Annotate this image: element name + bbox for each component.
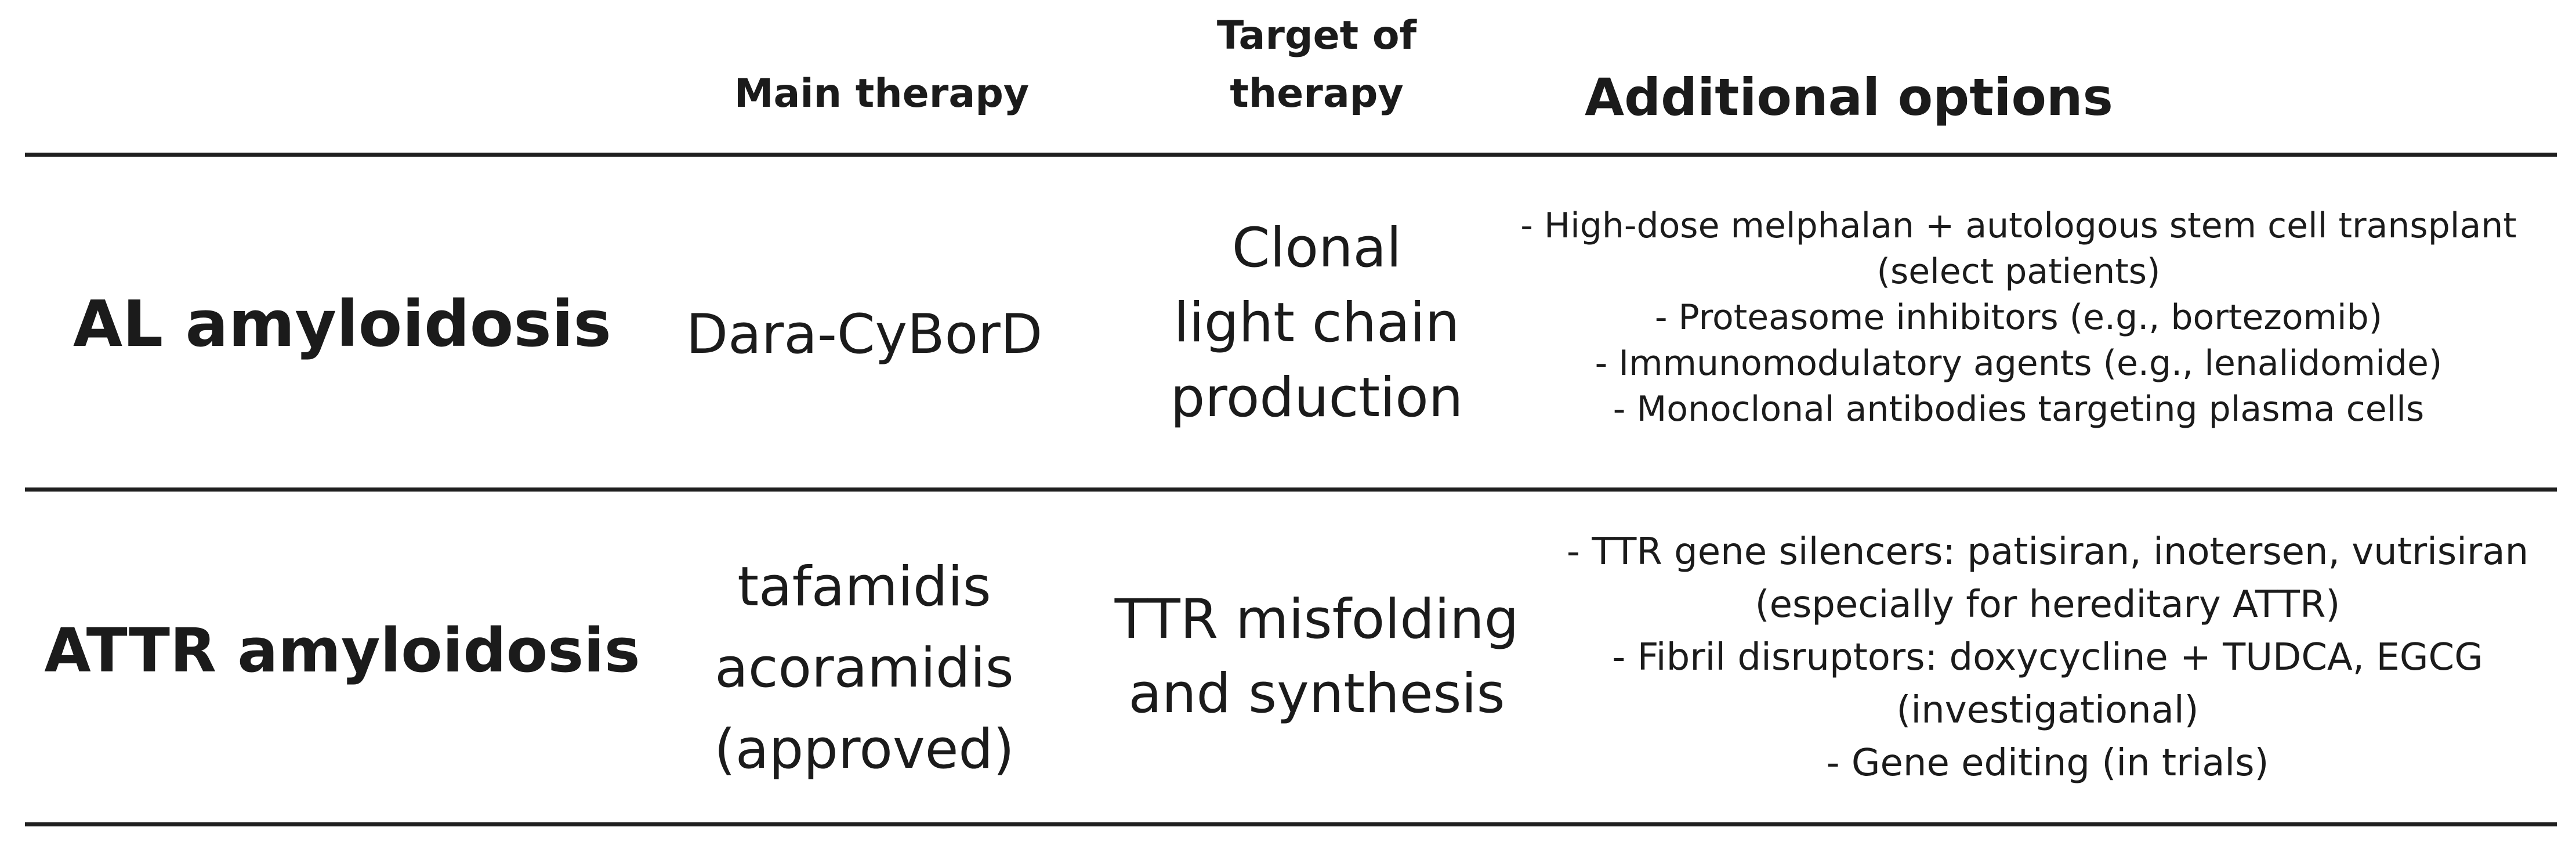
target-al-line3: production [1170, 366, 1463, 429]
header-divider [25, 153, 2557, 157]
options-attr: - TTR gene silencers: patisiran, inoters… [1537, 526, 2558, 790]
target-attr-line1: TTR misfolding [1114, 588, 1519, 651]
target-attr-line2: and synthesis [1128, 662, 1505, 725]
main-therapy-al-line: Dara-CyBorD [686, 303, 1043, 366]
table-bottom-rule [25, 822, 2557, 826]
header-additional-options: Additional options [1585, 67, 2113, 127]
options-attr-item: (especially for hereditary ATTR) [1755, 583, 2340, 626]
target-al: Clonal light chain production [1108, 211, 1526, 435]
header-target-line1: Target of [1216, 13, 1417, 59]
options-attr-item: - TTR gene silencers: patisiran, inoters… [1566, 530, 2529, 573]
header-main-therapy: Main therapy [734, 71, 1030, 117]
options-al: - High-dose melphalan + autologous stem … [1508, 203, 2529, 432]
options-al-item: - Proteasome inhibitors (e.g., bortezomi… [1654, 297, 2383, 338]
target-al-line1: Clonal [1231, 216, 1402, 280]
main-therapy-attr: tafamidis acoramidis (approved) [632, 547, 1096, 790]
row-divider [25, 487, 2557, 492]
row-label-attr: ATTR amyloidosis [44, 615, 640, 686]
options-al-item: - High-dose melphalan + autologous stem … [1520, 205, 2517, 246]
options-attr-item: (investigational) [1896, 689, 2199, 732]
options-attr-item: - Fibril disruptors: doxycycline + TUDCA… [1612, 636, 2483, 679]
row-label-al: AL amyloidosis [73, 287, 612, 361]
main-therapy-attr-line2: acoramidis [715, 637, 1014, 700]
main-therapy-attr-line1: tafamidis [737, 555, 991, 619]
options-attr-item: - Gene editing (in trials) [1826, 742, 2269, 785]
header-target-line2: therapy [1230, 71, 1404, 117]
target-al-line2: light chain [1173, 291, 1460, 355]
options-al-item: (select patients) [1876, 251, 2161, 292]
options-al-item: - Monoclonal antibodies targeting plasma… [1613, 389, 2425, 429]
main-therapy-al: Dara-CyBorD [632, 296, 1096, 374]
options-al-item: - Immunomodulatory agents (e.g., lenalid… [1595, 343, 2443, 384]
header-target-of-therapy: Target of therapy [1143, 7, 1491, 123]
main-therapy-attr-line3: (approved) [714, 718, 1015, 781]
target-attr: TTR misfolding and synthesis [1085, 583, 1549, 731]
